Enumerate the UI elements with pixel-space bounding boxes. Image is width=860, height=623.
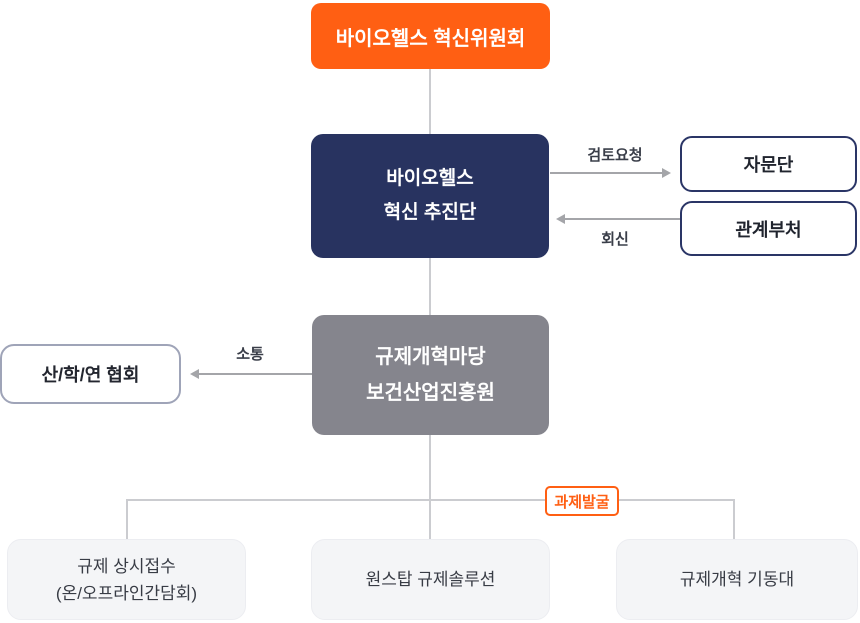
arrow-review-request-line — [550, 172, 663, 174]
arrow-left-icon — [190, 369, 199, 379]
connector-center-bottom — [429, 435, 431, 540]
node-reform-squad: 규제개혁 기동대 — [616, 539, 858, 620]
edge-label-review-request: 검토요청 — [587, 147, 643, 164]
node-ministries-label: 관계부처 — [735, 219, 802, 240]
connector-committee-taskforce — [429, 69, 431, 135]
edge-label-reply: 회신 — [601, 231, 629, 248]
node-ministries: 관계부처 — [680, 201, 857, 256]
node-onestop: 원스탑 규제솔루션 — [311, 539, 550, 620]
arrow-communication-line — [196, 373, 312, 375]
node-reform-center: 규제개혁마당 보건산업진흥원 — [312, 315, 549, 435]
node-committee-label: 바이오헬스 혁신위원회 — [335, 27, 526, 50]
edge-label-communication: 소통 — [236, 346, 264, 363]
node-association: 산/학/연 협회 — [0, 344, 181, 404]
connector-stub-left — [126, 499, 128, 540]
node-advisory: 자문단 — [680, 136, 857, 192]
connector-taskforce-center — [429, 258, 431, 316]
node-taskforce-line1: 바이오헬스 — [386, 168, 474, 189]
node-reform-center-line2: 보건산업진흥원 — [366, 382, 495, 404]
connector-stub-right — [733, 499, 735, 540]
node-intake-line2: (온/오프라인간담회) — [55, 583, 198, 603]
node-advisory-label: 자문단 — [743, 155, 794, 175]
node-intake: 규제 상시접수 (온/오프라인간담회) — [7, 539, 246, 620]
node-committee: 바이오헬스 혁신위원회 — [311, 3, 550, 69]
arrow-right-icon — [662, 168, 671, 178]
arrow-left-icon — [556, 214, 565, 224]
node-onestop-label: 원스탑 규제솔루션 — [365, 570, 496, 589]
node-association-label: 산/학/연 협회 — [41, 365, 140, 385]
task-discovery-badge: 과제발굴 — [545, 486, 619, 516]
connector-bottom-horizontal — [126, 499, 735, 501]
node-intake-line1: 규제 상시접수 — [77, 556, 176, 576]
node-reform-squad-label: 규제개혁 기동대 — [679, 570, 795, 589]
node-taskforce-line2: 혁신 추진단 — [383, 202, 477, 223]
node-taskforce: 바이오헬스 혁신 추진단 — [311, 134, 549, 258]
arrow-reply-line — [562, 218, 680, 220]
node-reform-center-line1: 규제개혁마당 — [375, 346, 486, 368]
